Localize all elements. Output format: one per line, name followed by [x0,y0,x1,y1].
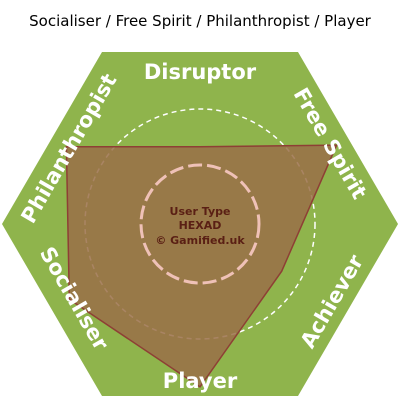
label-disruptor: Disruptor [144,60,257,84]
center-label-copyright: © Gamified.uk [155,234,245,247]
center-label-user-type: User Type [170,205,231,218]
user-profile-shape [65,144,338,388]
label-player: Player [163,369,238,393]
inner-dashed-circle [139,163,261,285]
center-label-hexad: HEXAD [179,219,222,232]
page-title: Socialiser / Free Spirit / Philanthropis… [29,12,371,30]
